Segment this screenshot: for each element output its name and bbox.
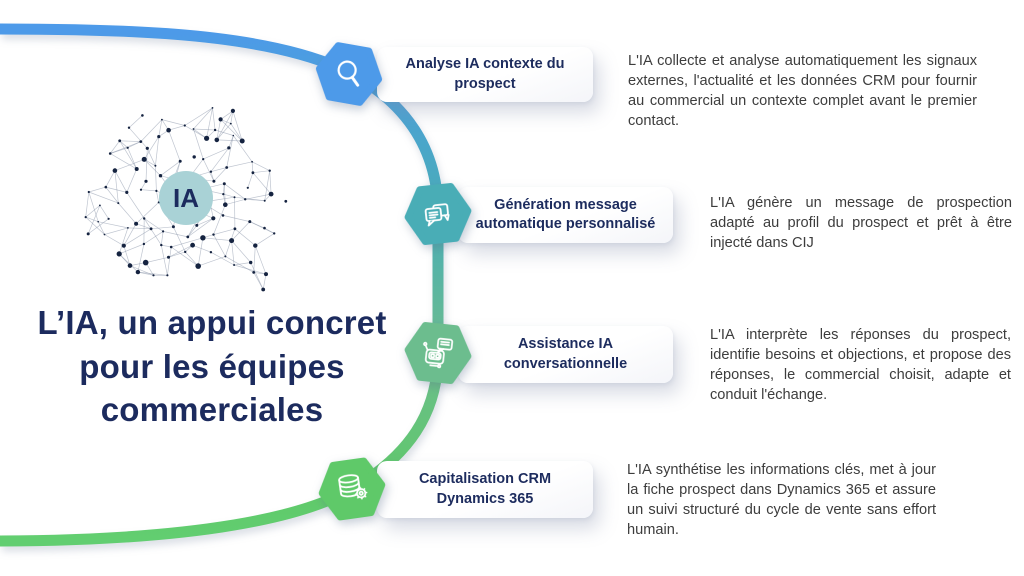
- database-icon: [338, 474, 368, 500]
- step-label: Assistance IA conversationnelle: [503, 336, 628, 372]
- step-label: Génération message automatique personnal…: [475, 196, 656, 232]
- step-card-analyse: Analyse IA contexte du prospect: [377, 47, 593, 102]
- step-node-generation: [396, 174, 479, 254]
- step-label: Analyse IA contexte du prospect: [405, 56, 565, 92]
- brain-ia-circle: [159, 171, 213, 225]
- chat-icon: [424, 203, 450, 227]
- step-description-capitalisation: L'IA synthétise les informations clés, m…: [627, 462, 936, 538]
- brain-network-illustration: IA: [84, 107, 288, 292]
- step-node-assistance: [396, 313, 479, 393]
- brain-ia-label: IA: [173, 183, 199, 213]
- step-card-assistance: Assistance IA conversationnelle: [458, 326, 673, 383]
- step-node-capitalisation: [309, 448, 394, 530]
- step-card-capitalisation: Capitalisation CRM Dynamics 365: [377, 461, 593, 518]
- step-card-generation: Génération message automatique personnal…: [458, 187, 673, 243]
- gear-icon: [354, 487, 368, 500]
- search-icon: [337, 60, 360, 87]
- step-description-assistance: L'IA interprète les réponses du prospect…: [710, 327, 1011, 403]
- step-description-analyse: L'IA collecte et analyse automatiquement…: [628, 53, 977, 129]
- step-node-analyse: [305, 32, 392, 116]
- step-description-generation: L'IA génère un message de prospection ad…: [710, 195, 1012, 251]
- robot-icon: [423, 337, 454, 369]
- page-title: L’IA, un appui concret pour les équipes …: [37, 304, 387, 429]
- step-label: Capitalisation CRM Dynamics 365: [418, 471, 552, 507]
